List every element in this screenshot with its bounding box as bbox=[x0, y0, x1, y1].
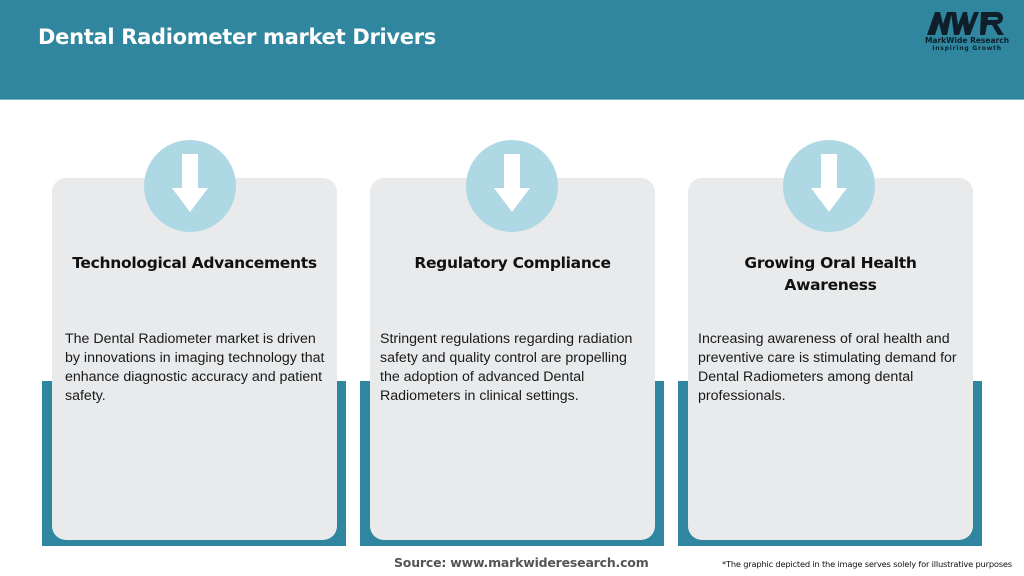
driver-card-1: Technological Advancements The Dental Ra… bbox=[52, 178, 337, 540]
down-arrow-icon bbox=[811, 154, 847, 212]
markwide-research-logo: MarkWide Research Inspiring Growth bbox=[921, 10, 1013, 58]
driver-icon-circle-1 bbox=[144, 140, 236, 232]
header-banner: Dental Radiometer market Drivers MarkWid… bbox=[0, 0, 1024, 100]
driver-description: Increasing awareness of oral health and … bbox=[698, 331, 957, 404]
driver-card-3: Growing Oral Health Awareness Increasing… bbox=[688, 178, 973, 540]
page-title: Dental Radiometer market Drivers bbox=[38, 25, 436, 49]
mwr-logo-icon bbox=[927, 12, 1004, 35]
driver-title: Growing Oral Health Awareness bbox=[744, 254, 917, 294]
driver-description: The Dental Radiometer market is driven b… bbox=[65, 331, 325, 404]
disclaimer-note: *The graphic depicted in the image serve… bbox=[722, 559, 1012, 569]
down-arrow-icon bbox=[172, 154, 208, 212]
source-link[interactable]: Source: www.markwideresearch.com bbox=[394, 555, 649, 570]
driver-card-2: Regulatory Compliance Stringent regulati… bbox=[370, 178, 655, 540]
driver-title: Technological Advancements bbox=[72, 254, 317, 272]
logo-tagline: Inspiring Growth bbox=[932, 45, 1002, 52]
driver-icon-circle-3 bbox=[783, 140, 875, 232]
driver-description: Stringent regulations regarding radiatio… bbox=[380, 331, 633, 404]
driver-title: Regulatory Compliance bbox=[414, 254, 611, 272]
logo-name: MarkWide Research bbox=[924, 36, 1010, 45]
down-arrow-icon bbox=[494, 154, 530, 212]
driver-icon-circle-2 bbox=[466, 140, 558, 232]
